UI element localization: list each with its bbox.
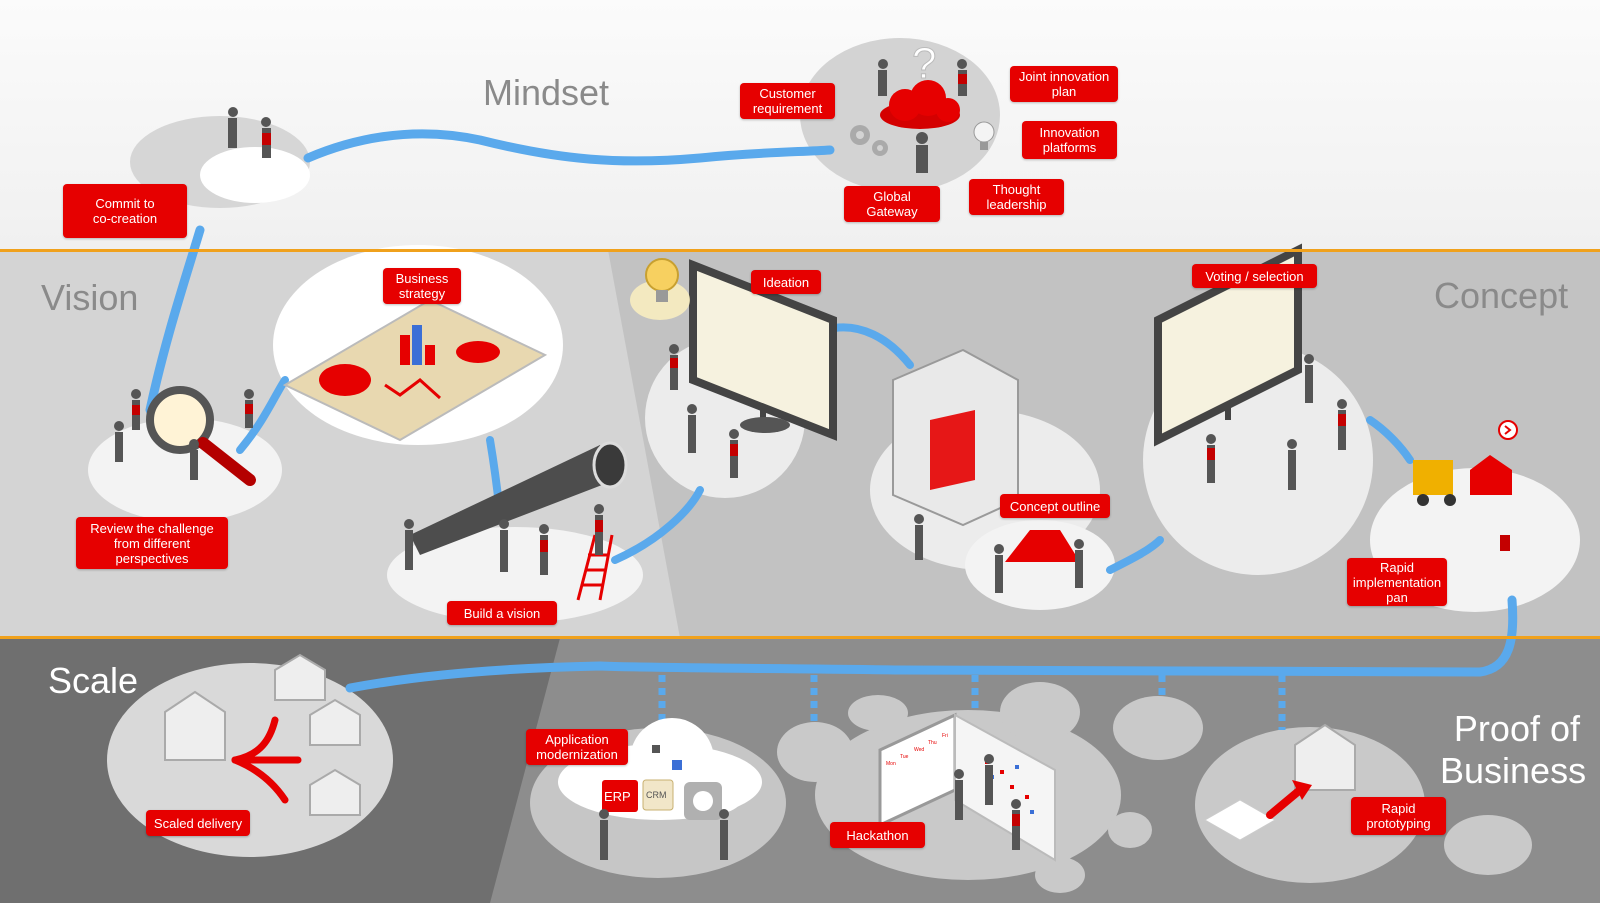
red-dome	[1005, 530, 1080, 562]
calendar-day: Tue	[900, 754, 909, 760]
app-cloud	[558, 718, 762, 820]
divider-mindset-vision	[0, 249, 1600, 252]
next-arrow-icon	[1498, 420, 1518, 440]
review-platform	[88, 418, 282, 522]
label-commit: Commit to co-creation	[63, 184, 187, 238]
bubble	[1113, 696, 1203, 760]
calendar-day: Thu	[928, 740, 937, 746]
strategy-board	[282, 298, 548, 442]
label-thought-leadership: Thought leadership	[969, 179, 1064, 215]
bubble	[1035, 857, 1085, 893]
bubble	[777, 722, 853, 782]
section-title-proof-of-business: Proof of Business	[1440, 708, 1587, 792]
erp-tile-label: ERP	[604, 789, 631, 804]
commit-inner-platform	[200, 147, 310, 203]
calendar-day: Fri	[942, 733, 948, 739]
magnifier-icon	[146, 386, 256, 486]
label-rapid-prototyping: Rapid prototyping	[1351, 797, 1446, 835]
bubble	[1108, 812, 1152, 848]
label-review-challenge: Review the challenge from different pers…	[76, 517, 228, 569]
label-build-vision: Build a vision	[447, 601, 557, 625]
journey-path-strategy	[236, 376, 289, 454]
label-voting-selection: Voting / selection	[1192, 264, 1317, 288]
label-rapid-implementation: Rapid implementation pan	[1347, 558, 1447, 606]
section-title-mindset: Mindset	[483, 72, 610, 113]
journey-path-implementation	[1366, 416, 1414, 464]
label-business-strategy: Business strategy	[383, 268, 461, 304]
section-title-scale: Scale	[48, 660, 139, 701]
label-application-modernization: Application modernization	[526, 729, 628, 765]
arrow-icon	[1266, 786, 1304, 819]
3d-printer-icon	[892, 348, 1019, 527]
lightbulb-icon	[973, 121, 995, 150]
journey-path-ideation	[611, 486, 704, 564]
lightbulb-icon	[630, 258, 690, 320]
house-icon	[164, 653, 361, 816]
label-ideation: Ideation	[751, 270, 821, 294]
divider-vision-scale	[0, 636, 1600, 639]
red-cloud-icon	[880, 80, 960, 129]
bubble	[1000, 682, 1080, 742]
bubble	[848, 695, 908, 731]
label-scaled-delivery: Scaled delivery	[146, 810, 250, 836]
prototyping-platform	[1195, 727, 1425, 883]
calendar-day: Wed	[914, 747, 924, 753]
dashed-connectors	[658, 675, 1286, 730]
label-global-gateway: Global Gateway	[844, 186, 940, 222]
label-customer-requirement: Customer requirement	[740, 83, 835, 119]
journey-path-mindset	[303, 129, 835, 166]
label-joint-innovation-plan: Joint innovation plan	[1010, 66, 1118, 102]
concept-panel	[608, 250, 1600, 638]
crm-tile-label: CRM	[646, 790, 667, 800]
label-hackathon: Hackathon	[830, 822, 925, 848]
calendar-day: Mon	[886, 761, 896, 767]
telescope-icon	[410, 441, 628, 555]
calendar-days: Mon Tue Wed Thu Fri	[886, 733, 948, 767]
forklift-icon	[1413, 455, 1512, 506]
question-mark-icon: ?	[912, 39, 936, 88]
journey-path-commit-review	[145, 225, 205, 415]
bubble	[1444, 815, 1532, 875]
ideation-monitor	[689, 259, 837, 441]
section-title-concept: Concept	[1434, 275, 1569, 316]
label-innovation-platforms: Innovation platforms	[1022, 121, 1117, 159]
paper-sheet	[1203, 799, 1277, 841]
gear-icon	[850, 125, 888, 156]
journey-path-voting	[1106, 536, 1164, 574]
journey-path-scale	[345, 595, 1518, 693]
arrow-head	[1292, 780, 1312, 800]
arrow-icon	[231, 716, 302, 804]
smiley-icon	[693, 791, 713, 811]
people	[114, 59, 1510, 860]
section-title-vision: Vision	[41, 277, 139, 318]
label-concept-outline: Concept outline	[1000, 494, 1110, 518]
